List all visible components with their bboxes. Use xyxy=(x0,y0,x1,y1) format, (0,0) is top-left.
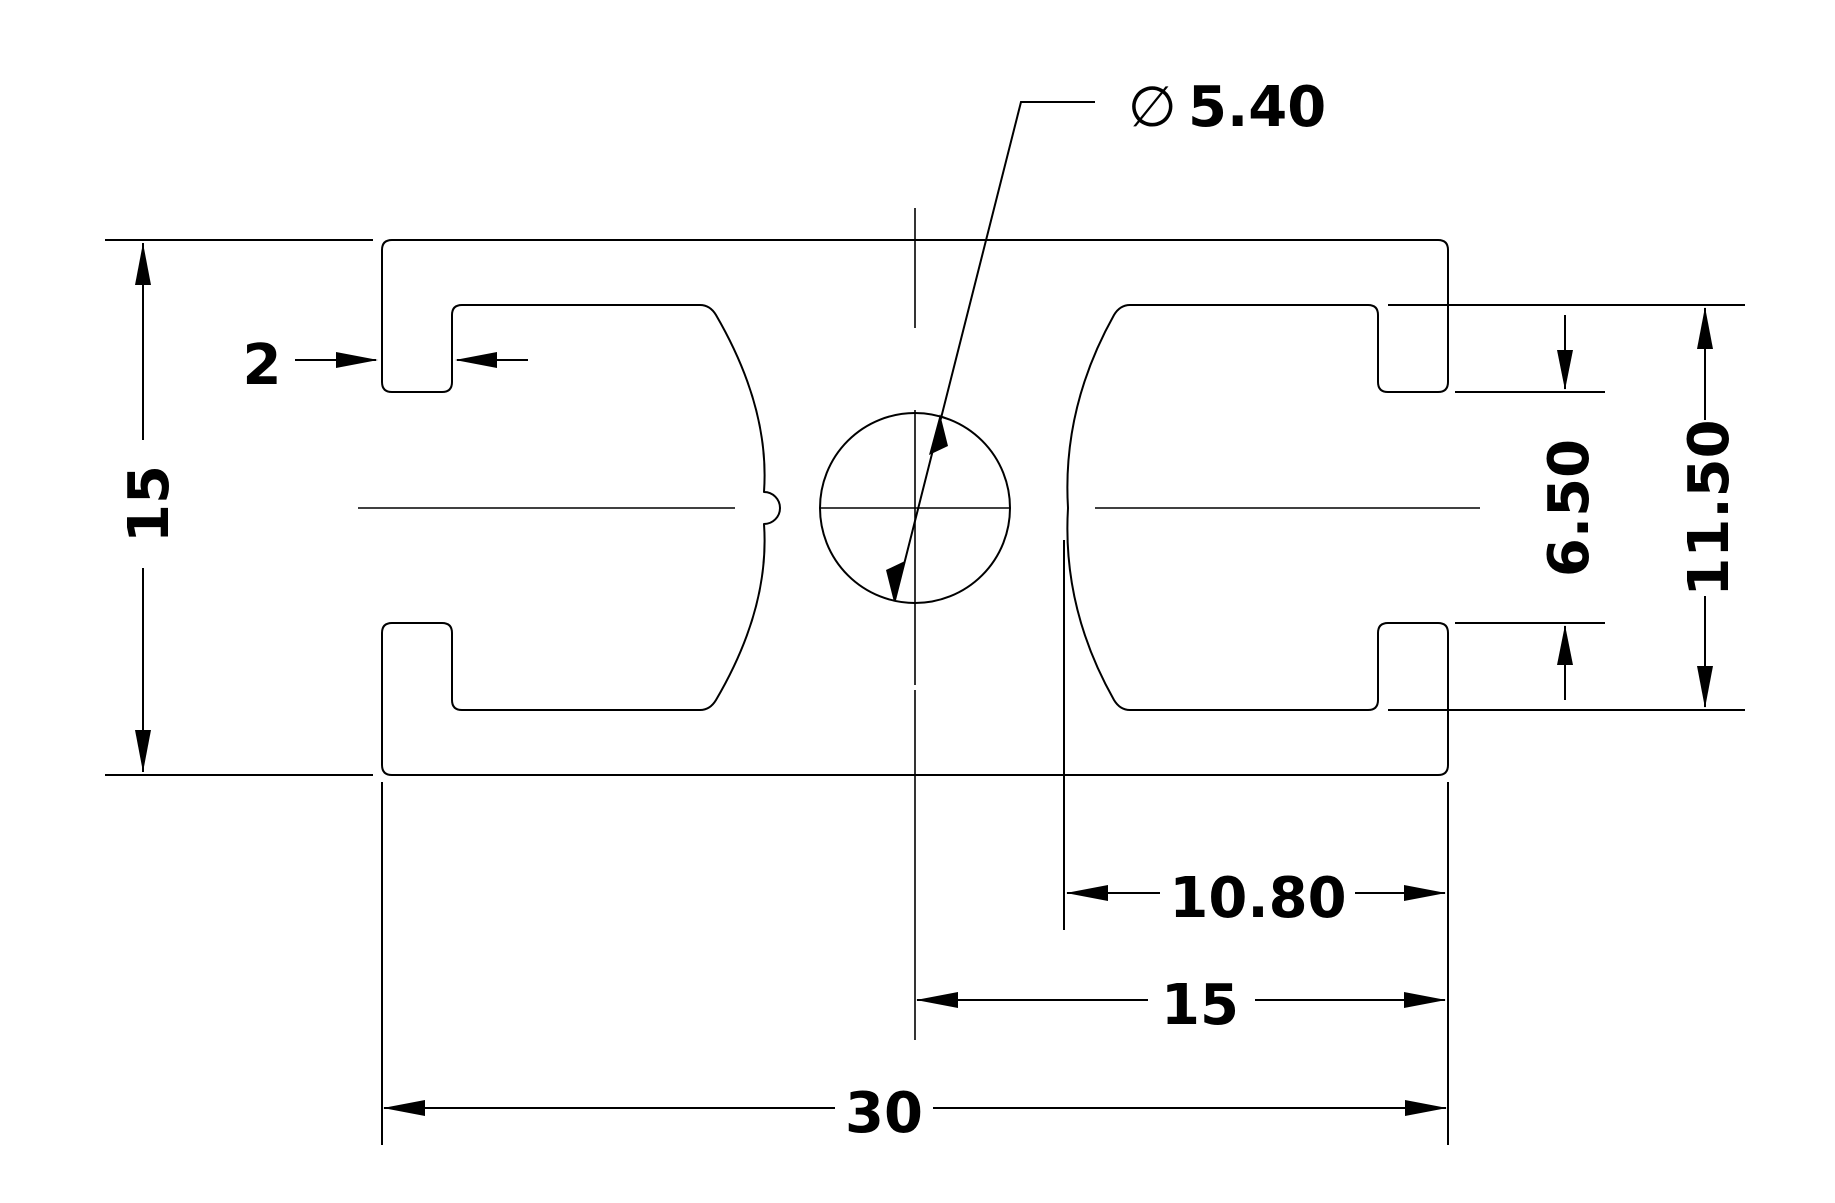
slot-span-label: 11.50 xyxy=(1677,419,1742,596)
center-lines xyxy=(358,208,1480,1040)
wall-thickness-dimension: 2 xyxy=(243,333,528,398)
bottom-extension-lines xyxy=(381,540,1449,1145)
web-offset-dimension: 10.80 xyxy=(1066,866,1446,931)
height-dimension: 15 xyxy=(105,239,373,776)
half-width-dimension: 15 xyxy=(916,973,1446,1038)
profile-cross-section xyxy=(381,239,1449,776)
hole-diameter-label: 5.40 xyxy=(1188,75,1326,140)
wall-thickness-label: 2 xyxy=(243,333,282,398)
hole-diameter-callout: ∅ 5.40 xyxy=(886,75,1326,602)
slot-opening-label: 6.50 xyxy=(1537,439,1602,577)
height-label: 15 xyxy=(117,465,182,543)
total-width-label: 30 xyxy=(845,1081,923,1146)
half-width-label: 15 xyxy=(1161,973,1239,1038)
slot-span-dimension: 11.50 xyxy=(1388,304,1745,711)
diameter-symbol: ∅ xyxy=(1128,75,1177,140)
total-width-dimension: 30 xyxy=(383,1081,1447,1146)
slot-opening-dimension: 6.50 xyxy=(1455,315,1605,700)
web-offset-label: 10.80 xyxy=(1169,866,1346,931)
